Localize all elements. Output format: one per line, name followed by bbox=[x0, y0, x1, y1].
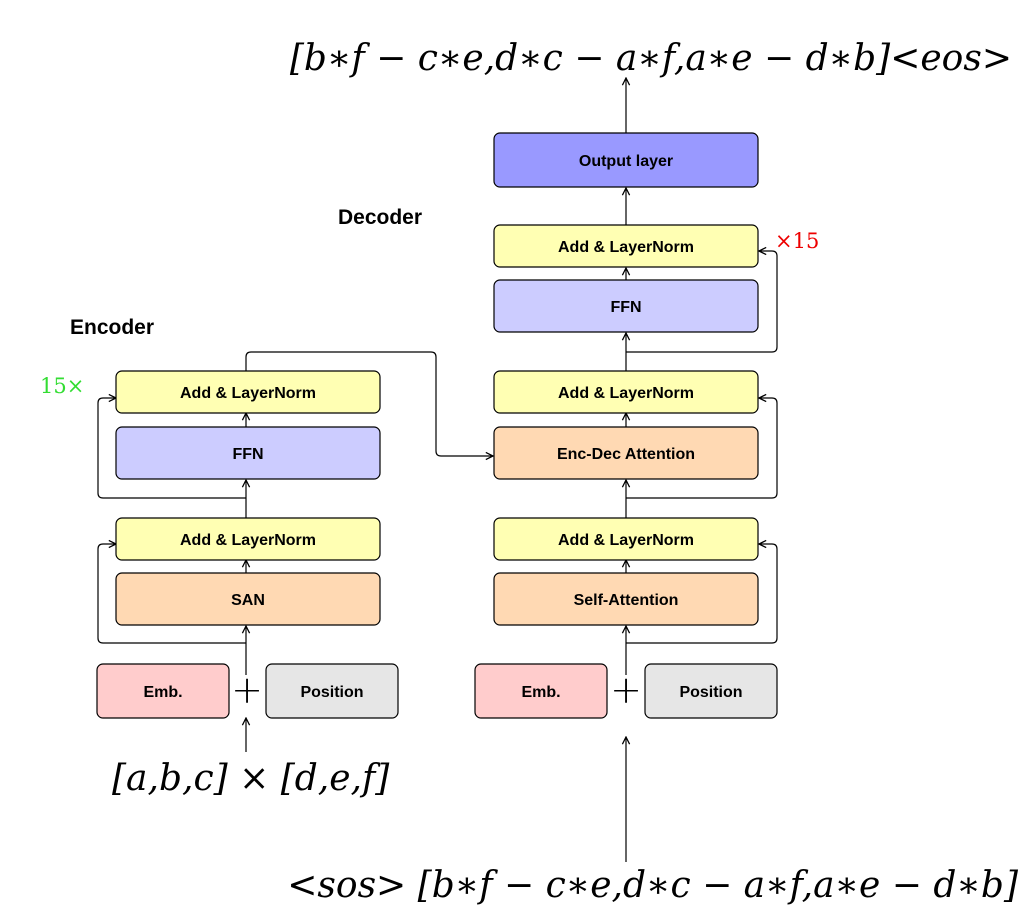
residual-decoder-encdec bbox=[626, 398, 778, 499]
decoder-enc-dec-attention-box bbox=[493, 426, 759, 480]
residual-decoder-ffn bbox=[626, 251, 778, 353]
decoder-input-sequence: <sos> [b∗f − c∗e,d∗c − a∗f,a∗e − d∗b] bbox=[287, 865, 1019, 906]
decoder-output-layer: Output layer bbox=[493, 132, 759, 188]
encoder-ffn: FFN bbox=[115, 426, 381, 480]
decoder-position: Position bbox=[644, 663, 778, 719]
decoder-self-attention: Self-Attention bbox=[493, 572, 759, 626]
decoder-position-box bbox=[644, 663, 778, 719]
decoder-self-attention-box bbox=[493, 572, 759, 626]
decoder-output-layer-box bbox=[493, 132, 759, 188]
decoder-enc-dec-attention: Enc-Dec Attention bbox=[493, 426, 759, 480]
decoder-enc-dec-attention-label: Enc-Dec Attention bbox=[557, 446, 695, 463]
decoder-ffn: FFN bbox=[493, 279, 759, 333]
decoder-add-norm-self-box bbox=[493, 517, 759, 561]
encoder-add-norm-bottom-box bbox=[115, 517, 381, 561]
residual-decoder-self bbox=[626, 544, 778, 644]
decoder-ffn-label: FFN bbox=[610, 299, 641, 316]
encoder-add-norm-top-label: Add & LayerNorm bbox=[180, 385, 316, 402]
decoder-add-norm-self-label: Add & LayerNorm bbox=[558, 532, 694, 549]
encoder-san: SAN bbox=[115, 572, 381, 626]
encoder-position-label: Position bbox=[300, 684, 363, 701]
encoder-ffn-label: FFN bbox=[232, 446, 263, 463]
decoder-ffn-box bbox=[493, 279, 759, 333]
encoder-add-norm-top-box bbox=[115, 370, 381, 414]
decoder-add-norm-cross-label: Add & LayerNorm bbox=[558, 385, 694, 402]
encoder-to-decoder-connection bbox=[245, 351, 493, 456]
decoder-output-sequence: [b∗f − c∗e,d∗c − a∗f,a∗e − d∗b]<eos> bbox=[290, 38, 1012, 79]
decoder-self-attention-label: Self-Attention bbox=[574, 592, 679, 609]
decoder-repeat-count: ×15 bbox=[775, 229, 819, 253]
decoder-output-layer-label: Output layer bbox=[579, 153, 673, 170]
decoder-add-norm-cross: Add & LayerNorm bbox=[493, 370, 759, 414]
decoder-add-norm-ffn-label: Add & LayerNorm bbox=[558, 239, 694, 256]
residual-encoder-san bbox=[97, 544, 246, 644]
decoder-embedding-box bbox=[474, 663, 608, 719]
encoder-embedding-label: Emb. bbox=[143, 684, 182, 701]
decoder-add-norm-self: Add & LayerNorm bbox=[493, 517, 759, 561]
encoder-san-label: SAN bbox=[231, 592, 265, 609]
encoder-add-norm-top: Add & LayerNorm bbox=[115, 370, 381, 414]
decoder-add-norm-ffn-box bbox=[493, 224, 759, 268]
encoder-input-expression: [a,b,c] × [d,e,f] bbox=[112, 758, 390, 799]
decoder-title: Decoder bbox=[338, 206, 422, 229]
decoder-position-label: Position bbox=[679, 684, 742, 701]
encoder-san-box bbox=[115, 572, 381, 626]
decoder-add-norm-ffn: Add & LayerNorm bbox=[493, 224, 759, 268]
decoder-add-norm-cross-box bbox=[493, 370, 759, 414]
encoder-title: Encoder bbox=[70, 316, 154, 339]
encoder-add-norm-bottom-label: Add & LayerNorm bbox=[180, 532, 316, 549]
decoder-embedding-label: Emb. bbox=[521, 684, 560, 701]
encoder-position: Position bbox=[265, 663, 399, 719]
encoder-embedding-box bbox=[96, 663, 230, 719]
residual-encoder-ffn bbox=[97, 398, 246, 499]
decoder-embedding: Emb. bbox=[474, 663, 608, 719]
encoder-position-box bbox=[265, 663, 399, 719]
encoder-ffn-box bbox=[115, 426, 381, 480]
encoder-add-norm-bottom: Add & LayerNorm bbox=[115, 517, 381, 561]
decoder-plus-sign: + bbox=[610, 668, 642, 712]
encoder-embedding: Emb. bbox=[96, 663, 230, 719]
encoder-repeat-count: 15× bbox=[40, 374, 84, 398]
encoder-plus-sign: + bbox=[231, 668, 263, 712]
